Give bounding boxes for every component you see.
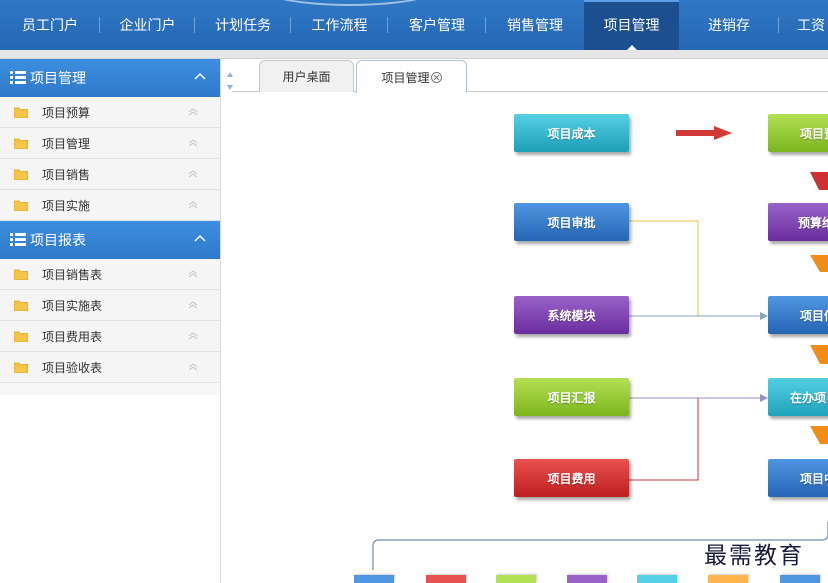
folder-icon [14, 300, 28, 311]
flow-node-partial[interactable] [567, 575, 607, 583]
watermark-logo: 最需教育 [704, 543, 804, 569]
folder-icon [14, 138, 28, 149]
double-chevron-up-icon [188, 270, 198, 278]
sidebar-item-project-management[interactable]: 项目管理 [0, 128, 220, 159]
nav-plan-tasks[interactable]: 计划任务 [195, 0, 291, 50]
tab-project-management[interactable]: 项目管理 [356, 60, 467, 93]
sidebar-item-label: 项目实施表 [42, 298, 103, 313]
sidebar-group-project-reports[interactable]: 项目报表 [0, 221, 220, 259]
flow-node-label: 项目汇报 [547, 390, 596, 405]
flow-node-project-budget[interactable]: 项目预 [768, 114, 828, 152]
sidebar-item-project-sales[interactable]: 项目销售 [0, 159, 220, 190]
folder-icon [14, 269, 28, 280]
tab-label: 项目管理 [381, 70, 430, 85]
flow-node-project-info[interactable]: 项目信 [768, 296, 828, 334]
nav-label: 工作流程 [311, 18, 368, 34]
sidebar-item-label: 项目管理 [42, 136, 91, 151]
chevron-up-icon[interactable] [194, 233, 206, 245]
sidebar-item-project-acceptance-report[interactable]: 项目验收表 [0, 352, 220, 383]
flow-node-system-module[interactable]: 系统模块 [514, 296, 629, 334]
flow-node-project-approval[interactable]: 项目审批 [514, 203, 629, 241]
project-flow-diagram: 项目成本 项目审批 系统模块 项目汇报 项目费用 项目预 预算维 项目信 在办项… [232, 92, 828, 583]
flow-node-label: 系统模块 [547, 308, 596, 323]
nav-customer-management[interactable]: 客户管理 [388, 0, 486, 50]
sidebar-item-label: 项目销售 [42, 167, 91, 182]
nav-label: 工资 [797, 18, 825, 34]
top-navigation: 员工门户 企业门户 计划任务 工作流程 客户管理 销售管理 项目管理 进销存 工… [0, 0, 828, 50]
nav-label: 销售管理 [507, 18, 563, 34]
sidebar-empty-area [0, 395, 220, 583]
flow-node-label: 项目费用 [547, 471, 596, 486]
flow-node-project-report[interactable]: 项目汇报 [514, 378, 629, 416]
flow-node-budget-maintenance[interactable]: 预算维 [768, 203, 828, 241]
sidebar-item-project-budget[interactable]: 项目预算 [0, 97, 220, 128]
sidebar-item-project-implementation[interactable]: 项目实施 [0, 190, 220, 221]
flow-node-label: 预算维 [798, 215, 828, 230]
nav-label: 项目管理 [603, 18, 660, 34]
chevron-up-icon[interactable] [194, 71, 206, 83]
double-chevron-up-icon [188, 332, 198, 340]
flow-node-label: 项目中 [800, 471, 828, 486]
sidebar-item-label: 项目预算 [42, 105, 91, 120]
flow-node-in-progress-projects[interactable]: 在办项 [768, 378, 828, 416]
double-chevron-up-icon [188, 108, 198, 116]
flow-node-project-expense[interactable]: 项目费用 [514, 459, 629, 497]
flow-node-label: 项目审批 [547, 215, 596, 230]
sidebar-group-title: 项目管理 [30, 71, 86, 87]
sidebar-item-label: 项目实施 [42, 198, 91, 213]
sidebar-item-project-implementation-report[interactable]: 项目实施表 [0, 290, 220, 321]
double-chevron-up-icon [188, 170, 198, 178]
flow-node-partial[interactable] [708, 575, 748, 583]
folder-icon [14, 362, 28, 373]
flow-node-project-center[interactable]: 项目中 [768, 459, 828, 497]
sidebar-item-label: 项目验收表 [42, 360, 103, 375]
sidebar-item-project-sales-report[interactable]: 项目销售表 [0, 259, 220, 290]
flow-node-label: 项目信 [800, 308, 828, 323]
nav-shadow-band [0, 50, 828, 59]
sidebar-group-title: 项目报表 [30, 233, 86, 249]
tabbar-underline [232, 91, 828, 92]
flow-node-partial[interactable] [354, 575, 394, 583]
nav-inventory[interactable]: 进销存 [679, 0, 779, 50]
nav-enterprise-portal[interactable]: 企业门户 [100, 0, 195, 50]
double-chevron-up-icon [188, 363, 198, 371]
flow-node-label: 在办项 [790, 390, 827, 405]
nav-payroll[interactable]: 工资 [779, 0, 828, 50]
nav-label: 企业门户 [119, 18, 176, 34]
sidebar-item-project-expense-report[interactable]: 项目费用表 [0, 321, 220, 352]
sidebar-group-project-management[interactable]: 项目管理 [0, 59, 220, 97]
folder-icon [14, 169, 28, 180]
flow-node-label: 项目成本 [547, 126, 596, 141]
flow-node-partial[interactable] [637, 575, 677, 583]
list-icon [10, 71, 26, 85]
double-chevron-up-icon [188, 201, 198, 209]
nav-label: 员工门户 [22, 18, 78, 34]
sidebar-item-label: 项目销售表 [42, 267, 103, 282]
nav-workflow[interactable]: 工作流程 [291, 0, 388, 50]
folder-icon [14, 331, 28, 342]
flow-connectors [372, 126, 828, 570]
flow-node-partial[interactable] [426, 575, 466, 583]
list-icon [10, 233, 26, 247]
tab-label: 用户桌面 [282, 70, 331, 84]
nav-label: 计划任务 [215, 18, 271, 34]
close-icon[interactable] [430, 71, 442, 83]
sidebar-item-label: 项目费用表 [42, 329, 103, 344]
nav-employee-portal[interactable]: 员工门户 [0, 0, 100, 50]
flow-node-partial[interactable] [496, 575, 536, 583]
sidebar: 项目管理 项目预算 项目管理 项目销售 项目实施 项目报表 项目销售表 项目实施… [0, 59, 221, 583]
flow-node-partial[interactable] [780, 575, 820, 583]
nav-sales-management[interactable]: 销售管理 [486, 0, 584, 50]
tab-user-desktop[interactable]: 用户桌面 [259, 60, 354, 92]
nav-label: 客户管理 [409, 18, 465, 34]
double-chevron-up-icon [188, 139, 198, 147]
tab-scroll-arrows-icon[interactable] [226, 68, 234, 92]
double-chevron-up-icon [188, 301, 198, 309]
nav-label: 进销存 [708, 18, 750, 34]
folder-icon [14, 107, 28, 118]
folder-icon [14, 200, 28, 211]
nav-project-management[interactable]: 项目管理 [584, 0, 679, 50]
flow-node-label: 项目预 [800, 126, 828, 141]
flow-node-project-cost[interactable]: 项目成本 [514, 114, 629, 152]
